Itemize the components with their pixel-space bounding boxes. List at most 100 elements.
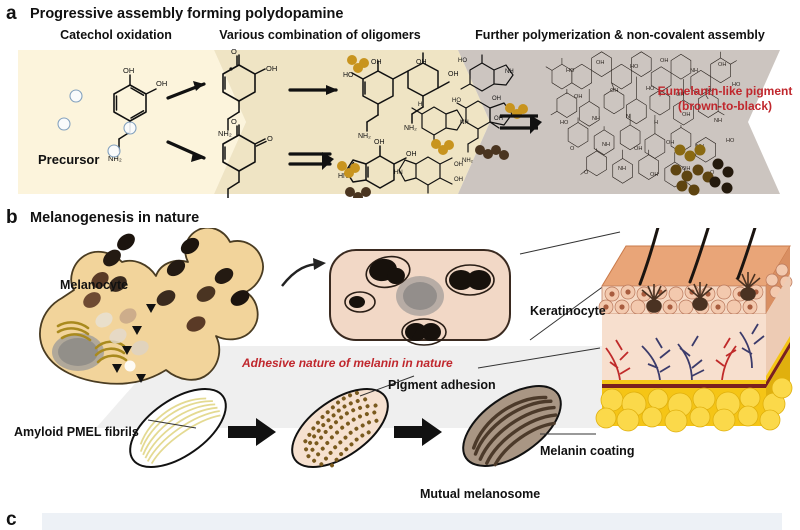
- svg-text:H: H: [418, 102, 422, 108]
- mutual-melanosome-label: Mutual melanosome: [420, 487, 541, 501]
- svg-text:NH: NH: [714, 118, 722, 124]
- adhesive-nature-label: Adhesive nature of melanin in nature: [242, 356, 453, 370]
- keratinocyte-cell: [329, 249, 511, 346]
- svg-text:OH: OH: [660, 58, 668, 64]
- panel-a-diagram: OH OH NH₂: [18, 47, 780, 198]
- svg-text:NH: NH: [602, 142, 610, 148]
- svg-text:NH₂: NH₂: [218, 129, 232, 138]
- arrow-fibrils-to-pigment: [228, 418, 276, 446]
- precursor-label: Precursor: [38, 152, 100, 167]
- band-oligomers: [214, 50, 490, 194]
- panel-b-title: Melanogenesis in nature: [30, 210, 200, 226]
- pigment-aggregates-zone3: [670, 144, 734, 196]
- eumelanin-pigment-label: Eumelanin-like pigment (brown-to-black): [655, 84, 795, 114]
- svg-text:NH: NH: [592, 116, 600, 122]
- chem-label-oh: OH: [123, 66, 134, 75]
- leader-lines: [477, 231, 621, 369]
- svg-text:O: O: [570, 146, 575, 152]
- melanosome-pigment-adhesion: [291, 387, 389, 469]
- keratinocyte-label: Keratinocyte: [530, 304, 606, 318]
- svg-text:O: O: [584, 170, 589, 176]
- svg-text:OH: OH: [610, 88, 618, 94]
- arrow-oxidation-top: [166, 81, 206, 100]
- svg-text:OH: OH: [494, 116, 503, 122]
- pigment-adhesion-label: Pigment adhesion: [388, 378, 496, 392]
- melanin-coating-label: Melanin coating: [540, 444, 635, 458]
- skin-block-diagram: [595, 228, 793, 433]
- svg-text:OH: OH: [718, 62, 726, 68]
- svg-text:HO: HO: [458, 58, 467, 64]
- svg-text:HO: HO: [452, 98, 461, 104]
- svg-text:OH: OH: [666, 140, 674, 146]
- stage-title-polymerization: Further polymerization & non-covalent as…: [475, 28, 765, 42]
- svg-text:HO: HO: [560, 120, 569, 126]
- arrow-to-oligomers-1: [288, 85, 338, 95]
- svg-text:OH: OH: [682, 166, 690, 172]
- svg-text:H: H: [654, 120, 658, 126]
- panel-c-letter: c: [6, 509, 17, 530]
- stage-title-oligomers: Various combination of oligomers: [219, 28, 421, 42]
- panel-b-letter: b: [6, 207, 18, 228]
- adipocytes: [595, 377, 793, 433]
- svg-text:HO: HO: [343, 72, 354, 79]
- panel-a-title: Progressive assembly forming polydopamin…: [30, 6, 344, 22]
- svg-text:OH: OH: [371, 59, 382, 66]
- chemistry-structures: OH OH NH₂: [57, 47, 514, 198]
- svg-text:HO: HO: [646, 86, 655, 92]
- mutual-melanosome: [462, 385, 562, 467]
- svg-text:O: O: [231, 47, 237, 56]
- blood-vessels-blue: [641, 323, 765, 383]
- svg-text:NH₂: NH₂: [358, 133, 371, 140]
- svg-text:OH: OH: [374, 139, 385, 146]
- melanocyte-cell: [39, 228, 264, 385]
- amyloid-pmel-fibrils-label: Amyloid PMEL fibrils: [14, 425, 139, 439]
- svg-text:NH: NH: [460, 120, 469, 126]
- svg-text:HO: HO: [566, 68, 575, 74]
- arrow-oxidation-bottom: [166, 140, 206, 162]
- hair-shafts: [638, 228, 757, 286]
- blood-vessels-red: [605, 337, 737, 381]
- svg-text:NH₂: NH₂: [404, 125, 417, 132]
- svg-text:NH: NH: [505, 69, 514, 75]
- melanocyte-label: Melanocyte: [60, 278, 129, 292]
- svg-text:O: O: [231, 117, 237, 126]
- svg-text:NH: NH: [690, 68, 698, 74]
- svg-text:OH: OH: [492, 96, 501, 102]
- melanosome-fibrils: [129, 387, 227, 469]
- svg-text:OH: OH: [448, 71, 459, 78]
- svg-text:OH: OH: [650, 172, 658, 178]
- svg-text:OH: OH: [416, 59, 427, 66]
- chem-label-nh2: NH₂: [108, 154, 122, 163]
- svg-text:OH: OH: [454, 162, 463, 168]
- svg-text:HO: HO: [732, 82, 741, 88]
- svg-text:OH: OH: [406, 151, 417, 158]
- panel-b-diagram: [39, 228, 793, 469]
- arrow-to-oligomers-2: [288, 152, 334, 170]
- svg-text:O: O: [710, 170, 715, 176]
- arrow-pigment-to-melanosome: [394, 418, 442, 446]
- svg-text:HN: HN: [338, 173, 348, 180]
- svg-text:HN: HN: [394, 170, 403, 176]
- epidermal-melanocytes: [641, 272, 761, 313]
- svg-text:O: O: [267, 134, 273, 143]
- transfer-arrow: [281, 258, 326, 287]
- svg-text:NH₂: NH₂: [462, 158, 474, 164]
- arrow-to-polymer: [500, 114, 542, 134]
- eumelanin-line1: Eumelanin-like pigment: [657, 84, 793, 98]
- svg-text:NH: NH: [706, 88, 714, 94]
- chem-label-oh: OH: [156, 79, 167, 88]
- svg-text:N: N: [626, 114, 630, 120]
- svg-text:OH: OH: [596, 60, 604, 66]
- svg-text:NH: NH: [618, 166, 626, 172]
- panel-a-letter: a: [6, 3, 17, 24]
- ion-circles: [57, 89, 137, 158]
- svg-text:OH: OH: [634, 146, 642, 152]
- stage-title-catechol-oxidation: Catechol oxidation: [60, 28, 172, 42]
- svg-text:OH: OH: [266, 64, 277, 73]
- svg-text:OH: OH: [574, 94, 582, 100]
- svg-text:HO: HO: [630, 64, 639, 70]
- svg-text:OH: OH: [682, 112, 690, 118]
- svg-text:HO: HO: [726, 138, 735, 144]
